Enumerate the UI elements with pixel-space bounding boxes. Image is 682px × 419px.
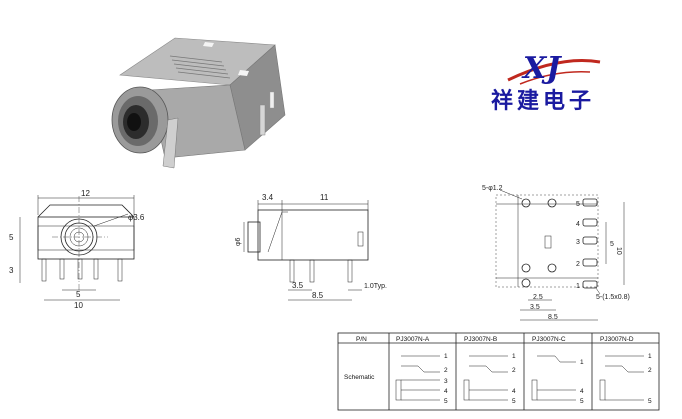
pad-number: 2 <box>576 261 580 268</box>
dim-height-left: 5 <box>9 233 14 242</box>
schematic-model-a: 1 2 3 4 5 <box>395 353 448 405</box>
model-name: PJ3007N-A <box>396 336 430 343</box>
dim-right-h: 10 <box>615 247 622 255</box>
pin-label: 4 <box>580 388 584 395</box>
schematic-table: P/N PJ3007N-A PJ3007N-B PJ3007N-C PJ3007… <box>337 332 660 411</box>
pad-number: 1 <box>576 283 580 290</box>
dim-holes: 5-φ1.2 <box>482 185 503 192</box>
side-view: 3.4 11 φ6 3.5 8.5 1.0Typ. <box>235 193 387 301</box>
dim-top-a: 3.4 <box>262 193 274 202</box>
table-row-label: Schematic <box>344 374 375 381</box>
pin-label: 5 <box>444 398 448 405</box>
company-name: 祥建电子 <box>491 88 595 114</box>
logo-text: XJ <box>521 51 562 86</box>
schematic-model-c: 1 4 5 <box>531 355 584 405</box>
pin-label: 1 <box>648 353 652 360</box>
dim-left-a: 5 <box>610 241 614 248</box>
front-view: 12 5 3 5 10 φ3.6 <box>9 189 145 310</box>
dim-pin-width: 1.0Typ. <box>364 283 387 290</box>
pin-label: 3 <box>444 378 448 385</box>
model-name: PJ3007N-D <box>600 336 634 343</box>
pin-label: 5 <box>580 398 584 405</box>
pin-label: 5 <box>648 398 652 405</box>
schematic-model-d: 1 2 5 <box>599 353 652 405</box>
dim-pin-b: 8.5 <box>312 291 324 300</box>
product-photo <box>111 37 286 169</box>
dim-pin-a: 3.5 <box>292 281 304 290</box>
dim-top-b: 11 <box>320 193 329 202</box>
pcb-layout: 5 4 3 2 1 5-φ1.2 5 10 2.5 3.5 8.5 5-(1.5… <box>482 185 630 321</box>
model-name: PJ3007N-B <box>464 336 497 343</box>
pin-label: 1 <box>580 359 584 366</box>
dim-hole-dia: φ3.6 <box>128 213 145 222</box>
dim-bottom-a: 2.5 <box>533 294 543 301</box>
dim-height: φ6 <box>235 237 242 246</box>
pin-label: 4 <box>444 388 448 395</box>
pad-number: 3 <box>576 239 580 246</box>
pin-label: 2 <box>512 367 516 374</box>
dim-bottom-c: 8.5 <box>548 314 558 321</box>
pin-label: 2 <box>648 367 652 374</box>
pad-number: 5 <box>576 201 580 208</box>
dim-pin-span-b: 10 <box>74 301 83 310</box>
brand-logo: XJ 祥建电子 <box>491 51 601 114</box>
dim-pin-span-a: 5 <box>76 290 81 299</box>
pin-label: 4 <box>512 388 516 395</box>
pin-label: 1 <box>444 353 448 360</box>
table-header-pn: P/N <box>356 336 367 343</box>
pin-label: 5 <box>512 398 516 405</box>
pad-number: 4 <box>576 221 580 228</box>
dim-width-top: 12 <box>81 189 90 198</box>
schematic-model-b: 1 2 4 5 <box>463 353 516 405</box>
dim-pads: 5-(1.5x0.8) <box>596 294 630 301</box>
dim-bottom-b: 3.5 <box>530 304 540 311</box>
model-name: PJ3007N-C <box>532 336 566 343</box>
dim-pin-left: 3 <box>9 266 14 275</box>
pin-label: 1 <box>512 353 516 360</box>
pin-label: 2 <box>444 367 448 374</box>
